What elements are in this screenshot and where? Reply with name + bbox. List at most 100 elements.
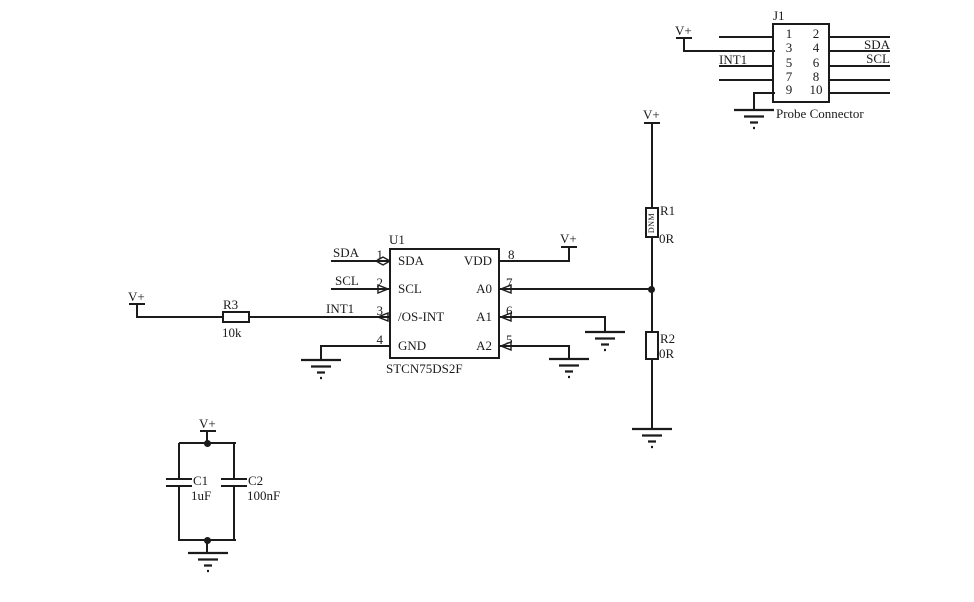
wire-vdd-riser (568, 248, 570, 262)
capacitor-c2-plate-bottom (221, 485, 247, 487)
wire-c1-top (178, 443, 180, 479)
wire-scl-stub (331, 288, 389, 290)
wire-a0 (500, 288, 653, 290)
wire-c2-top (233, 443, 235, 479)
wire-a1-drop (604, 317, 606, 331)
connector-pin-number: 6 (812, 55, 820, 70)
capacitor-c1-plate-top (166, 478, 192, 480)
wire-sda-stub (331, 260, 389, 262)
resistor-r2-body (645, 331, 659, 360)
capacitor-c1-ref: C1 (193, 473, 209, 488)
ic-pin-name-gnd: GND (398, 338, 427, 353)
resistor-r1-value: 0R (659, 231, 675, 246)
net-label-int1: INT1 (326, 301, 355, 316)
connector-pin-number: 8 (812, 69, 820, 84)
resistor-r1-ref: R1 (660, 203, 676, 218)
wire-j1-pin10 (828, 92, 890, 94)
resistor-r1-note-wrap: DNM (645, 207, 659, 238)
wire-j1-pin2-sda (828, 36, 890, 38)
net-label-int1: INT1 (719, 52, 748, 67)
resistor-r3-ref: R3 (223, 297, 239, 312)
ic-pin-number: 3 (376, 303, 384, 318)
resistor-r1-note: DNM (647, 212, 657, 233)
net-label-scl: SCL (866, 51, 890, 66)
connector-pin-number: 2 (812, 26, 820, 41)
ic-pin-name-a2: A2 (476, 338, 492, 353)
connector-pin-number: 5 (785, 55, 793, 70)
capacitor-c2-value: 100nF (247, 488, 281, 503)
wire-cap-gnd-drop (206, 541, 208, 552)
ic-pin-name-vdd: VDD (463, 253, 492, 268)
connector-body (772, 23, 830, 103)
wire-ic-gnd-drop (320, 346, 322, 359)
ic-pin-name-sda: SDA (398, 253, 425, 268)
power-bar-icon (676, 37, 692, 39)
junction-dot (204, 440, 211, 447)
resistor-r2-ref: R2 (660, 331, 676, 346)
power-bar-icon (129, 303, 145, 305)
wire-vplus-r3-drop (136, 305, 138, 318)
resistor-r3-body (222, 311, 250, 323)
wire-j1-pin8 (828, 79, 890, 81)
ic-ref: U1 (389, 232, 405, 247)
ic-pin-number: 1 (376, 247, 384, 262)
ic-pin-name-scl: SCL (398, 281, 422, 296)
ic-body (389, 248, 500, 359)
power-label-vplus: V+ (675, 23, 692, 38)
connector-pin-number: 10 (809, 82, 823, 97)
net-label-sda: SDA (333, 245, 360, 260)
ic-pin-name-a1: A1 (476, 309, 492, 324)
wire-c1-bottom (178, 487, 180, 541)
wire-rail-bottom (651, 359, 653, 429)
power-label-vplus: V+ (560, 231, 577, 246)
ic-pin-number: 2 (376, 275, 384, 290)
wire-j1-pin4-scl (828, 50, 890, 52)
connector-title: Probe Connector (776, 106, 864, 121)
ground-icon (583, 330, 627, 352)
wire-ic-gnd (320, 345, 389, 347)
ic-pin-number: 4 (376, 332, 384, 347)
junction-dot (204, 537, 211, 544)
power-bar-icon (200, 430, 216, 432)
net-label-sda: SDA (863, 37, 890, 52)
ground-icon (630, 427, 674, 449)
capacitor-c1-value: 1uF (191, 488, 212, 503)
ic-pin-name-osint: /OS-INT (398, 309, 445, 324)
wire-j1-pin1 (719, 36, 774, 38)
power-label-vplus: V+ (643, 107, 660, 122)
connector-pin-number: 9 (785, 82, 793, 97)
ground-icon (547, 357, 591, 379)
ic-pin-number: 7 (506, 275, 513, 290)
wire-j1-pin9-gnd (753, 92, 775, 94)
wire-vdd (500, 260, 570, 262)
ic-pin-number: 8 (508, 247, 515, 262)
capacitor-c2-plate-top (221, 478, 247, 480)
wire-a2-drop (568, 346, 570, 358)
connector-ref: J1 (773, 8, 785, 23)
wire-r3-int1 (248, 316, 389, 318)
connector-pin-number: 4 (812, 40, 820, 55)
wire-a1 (500, 316, 606, 318)
wire-a2 (500, 345, 570, 347)
wire-j1-pin9-gnd-drop (753, 92, 755, 109)
ground-icon (186, 551, 230, 573)
wire-c2-bottom (233, 487, 235, 541)
wire-rail-mid (651, 237, 653, 332)
resistor-r2-value: 0R (659, 346, 675, 361)
power-label-vplus: V+ (199, 416, 216, 431)
resistor-r3-value: 10k (222, 325, 242, 340)
wire-rail-top (651, 124, 653, 208)
connector-pin-number: 7 (785, 69, 793, 84)
wire-j1-pin5-int1 (719, 65, 774, 67)
ic-pin-number: 5 (506, 332, 513, 347)
power-label-vplus: V+ (128, 289, 145, 304)
ic-pin-number: 6 (506, 303, 513, 318)
ground-icon (732, 108, 776, 130)
connector-pin-number: 1 (785, 26, 793, 41)
power-bar-icon (561, 246, 577, 248)
power-bar-icon (644, 122, 660, 124)
wire-j1-pin6 (828, 65, 890, 67)
ic-part-number: STCN75DS2F (386, 361, 463, 376)
connector-pin-number: 3 (785, 40, 793, 55)
